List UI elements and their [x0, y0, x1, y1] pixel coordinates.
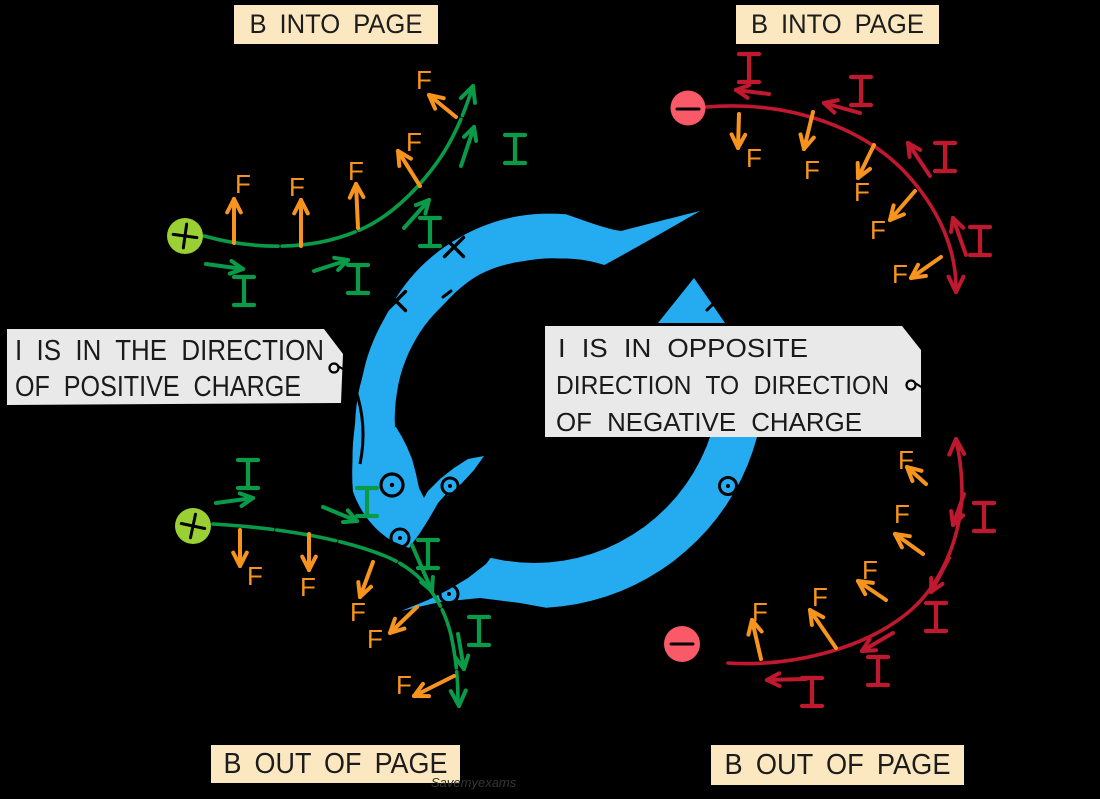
- svg-text:F: F: [862, 555, 878, 585]
- svg-text:F: F: [235, 169, 251, 199]
- svg-text:F: F: [416, 65, 432, 95]
- svg-text:Savemyexams: Savemyexams: [431, 775, 517, 790]
- svg-text:I IS IN THE DIRECTION: I IS IN THE DIRECTION: [15, 335, 324, 367]
- svg-text:OF NEGATIVE CHARGE: OF NEGATIVE CHARGE: [556, 407, 862, 437]
- svg-text:F: F: [898, 445, 914, 475]
- svg-text:B INTO PAGE: B INTO PAGE: [751, 9, 924, 39]
- svg-text:F: F: [854, 177, 870, 207]
- svg-text:F: F: [752, 597, 768, 627]
- svg-text:F: F: [367, 624, 383, 654]
- svg-text:F: F: [894, 499, 910, 529]
- svg-text:F: F: [396, 670, 412, 700]
- svg-text:B OUT OF PAGE: B OUT OF PAGE: [725, 749, 951, 781]
- svg-text:F: F: [300, 572, 316, 602]
- svg-text:F: F: [812, 582, 828, 612]
- svg-text:B INTO PAGE: B INTO PAGE: [250, 9, 423, 39]
- svg-text:F: F: [804, 155, 820, 185]
- svg-text:F: F: [350, 597, 366, 627]
- svg-text:F: F: [348, 156, 364, 186]
- svg-text:F: F: [247, 561, 263, 591]
- svg-text:F: F: [746, 143, 762, 173]
- svg-text:F: F: [406, 127, 422, 157]
- svg-text:B OUT OF PAGE: B OUT OF PAGE: [224, 748, 448, 780]
- svg-text:I IS IN OPPOSITE: I IS IN OPPOSITE: [558, 333, 808, 363]
- svg-text:F: F: [892, 259, 908, 289]
- svg-text:F: F: [289, 172, 305, 202]
- svg-text:DIRECTION TO DIRECTION: DIRECTION TO DIRECTION: [556, 370, 889, 400]
- svg-text:OF POSITIVE CHARGE: OF POSITIVE CHARGE: [15, 371, 301, 403]
- svg-text:F: F: [870, 215, 886, 245]
